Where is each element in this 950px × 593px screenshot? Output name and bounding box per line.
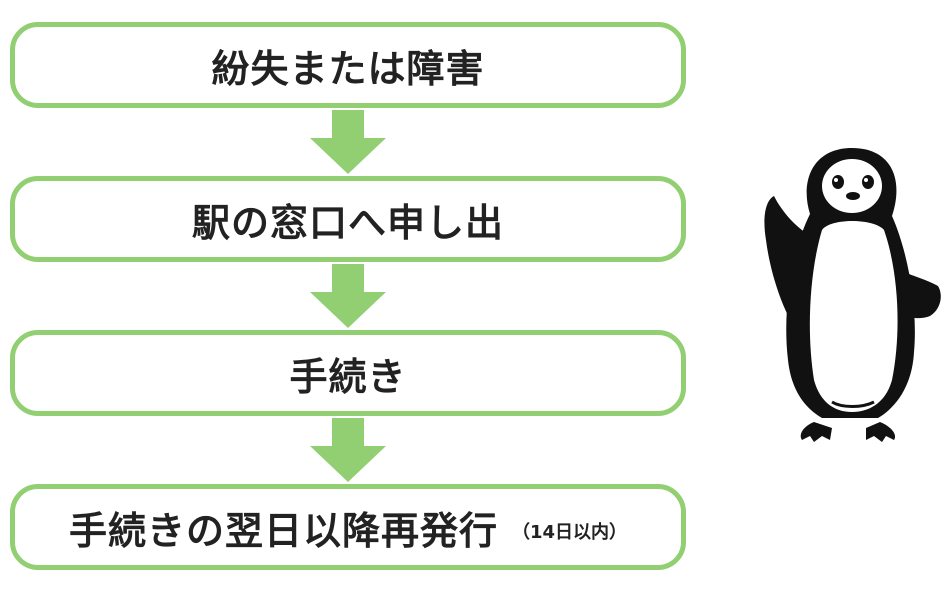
step-label: 紛失または障害	[211, 46, 485, 91]
penguin-mascot-icon	[764, 148, 941, 442]
step-label: 駅の窓口へ申し出	[191, 200, 504, 245]
step-label: 手続きの翌日以降再発行	[68, 508, 498, 553]
step-label: 手続き	[289, 354, 407, 399]
step-reissue: 手続きの翌日以降再発行 （14日以内）	[10, 484, 686, 570]
step-procedure: 手続き	[10, 330, 686, 416]
down-arrow-icon	[310, 418, 386, 482]
step-lost-or-failure: 紛失または障害	[10, 22, 686, 108]
down-arrow-icon	[310, 110, 386, 174]
step-report-at-station: 駅の窓口へ申し出	[10, 176, 686, 262]
step-note: （14日以内）	[511, 522, 628, 543]
down-arrow-icon	[310, 264, 386, 328]
